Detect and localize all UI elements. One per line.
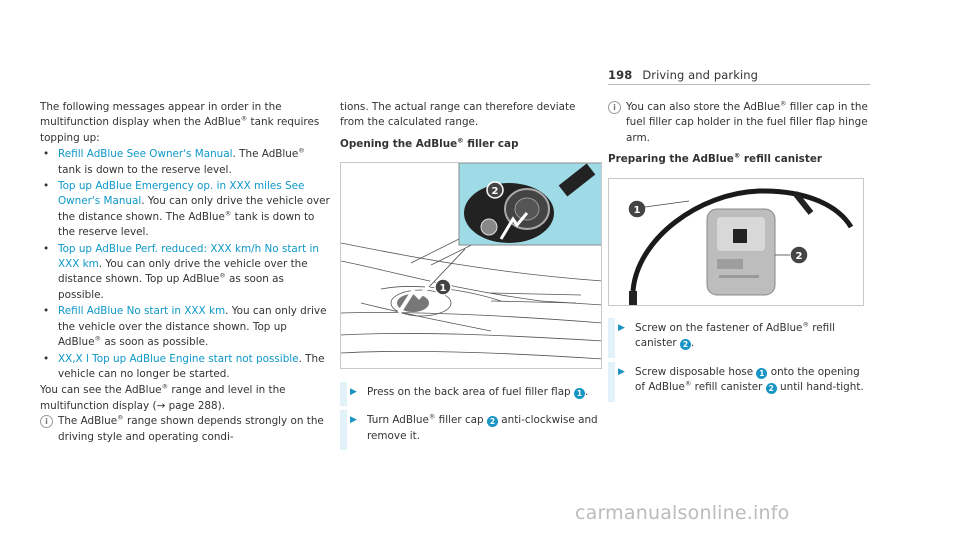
callout-1-label: 1 <box>440 283 447 294</box>
display-message: Refill AdBlue No start in XXX km <box>58 305 226 318</box>
callout-2-label: 2 <box>492 186 499 197</box>
page-header: 198 Driving and parking <box>608 68 758 82</box>
section-heading: Preparing the AdBlue® refill canister <box>608 151 822 166</box>
instruction-step: ▶ Turn AdBlue® filler cap 2 anti-clockwi… <box>340 410 602 451</box>
list-item: •Top up AdBlue Emergency op. in XXX mile… <box>43 180 330 239</box>
instruction-step: ▶ Screw disposable hose 1 onto the openi… <box>608 361 870 402</box>
display-message: Top up AdBlue Perf. reduced: XXX km/h No… <box>58 242 319 271</box>
callout-badge: 2 <box>765 383 777 395</box>
page-reference-link[interactable]: → page 288 <box>156 399 218 412</box>
column-2-steps: ▶ Press on the back area of fuel filler … <box>340 382 602 454</box>
callout-1-marker <box>627 199 647 219</box>
canister-hose-drawing: 1 2 <box>627 188 854 305</box>
callout-2-marker <box>486 181 504 199</box>
page-number: 198 <box>608 68 633 82</box>
callout-2-label: 2 <box>796 251 803 262</box>
list-item: •Refill AdBlue See Owner's Manual. The A… <box>43 146 305 176</box>
callout-badge: 2 <box>680 339 692 351</box>
message-list: •Refill AdBlue See Owner's Manual. The A… <box>40 147 330 382</box>
instruction-step: ▶ Screw on the fastener of AdBlue® refil… <box>608 318 870 358</box>
watermark: carmanualsonline.info <box>575 502 790 524</box>
column-3-steps: ▶ Screw on the fastener of AdBlue® refil… <box>608 318 870 406</box>
list-item: •Refill AdBlue No start in XXX km. You c… <box>43 305 327 349</box>
step-arrow-icon: ▶ <box>618 323 625 333</box>
callout-badge: 2 <box>486 416 498 428</box>
display-message: Top up AdBlue Emergency op. in XXX miles… <box>58 180 305 208</box>
display-message: Refill AdBlue See Owner's Manual <box>58 148 233 161</box>
step-arrow-icon: ▶ <box>350 415 357 426</box>
column-1: The following messages appear in order i… <box>40 100 330 445</box>
section-title: Driving and parking <box>642 68 759 82</box>
display-message: XX,X l Top up AdBlue Engine start not po… <box>58 352 299 365</box>
callout-1-label: 1 <box>634 205 641 216</box>
step-arrow-icon: ▶ <box>618 366 625 377</box>
info-icon: i <box>40 415 53 429</box>
callout-badge: 1 <box>756 367 768 379</box>
intro-paragraph: The following messages appear in order i… <box>40 101 320 144</box>
instruction-step: ▶ Press on the back area of fuel filler … <box>340 382 602 407</box>
header-rule <box>608 84 870 85</box>
filler-flap-illustration: 2 1 <box>340 162 602 369</box>
info-icon: i <box>608 101 621 114</box>
callout-1-marker <box>434 278 452 296</box>
step-arrow-icon: ▶ <box>350 387 357 397</box>
section-heading: Opening the AdBlue® filler cap <box>340 136 519 150</box>
list-item: •Top up AdBlue Perf. reduced: XXX km/h N… <box>43 242 319 301</box>
car-filler-drawing: 2 1 <box>341 163 601 360</box>
refill-canister-illustration: 1 2 <box>608 178 864 306</box>
callout-badge: 1 <box>573 388 585 399</box>
continued-paragraph: tions. The actual range can therefore de… <box>340 101 576 129</box>
list-item: •XX,X l Top up AdBlue Engine start not p… <box>43 352 325 380</box>
column-2: tions. The actual range can therefore de… <box>340 100 602 154</box>
range-paragraph: You can see the AdBlue® range and level … <box>40 382 286 412</box>
